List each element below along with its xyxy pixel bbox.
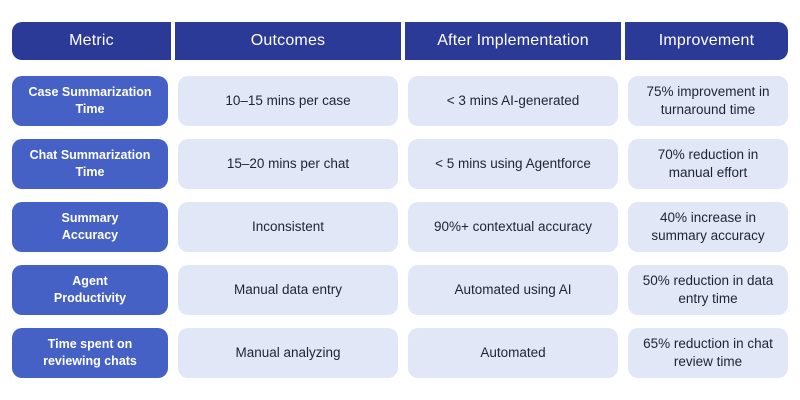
after-implementation-cell: < 3 mins AI-generated xyxy=(408,76,618,126)
improvement-cell: 40% increase in summary accuracy xyxy=(628,202,788,252)
improvement-cell: 75% improvement in turnaround time xyxy=(628,76,788,126)
outcomes-cell: 15–20 mins per chat xyxy=(178,139,398,189)
table-body: Case Summarization Time 10–15 mins per c… xyxy=(12,76,788,378)
metric-cell-case-summarization-time: Case Summarization Time xyxy=(12,76,168,126)
table-header-row: Metric Outcomes After Implementation Imp… xyxy=(12,22,788,60)
header-outcomes: Outcomes xyxy=(175,22,401,60)
improvement-cell: 65% reduction in chat review time xyxy=(628,328,788,378)
improvement-cell: 70% reduction in manual effort xyxy=(628,139,788,189)
header-improvement: Improvement xyxy=(625,22,788,60)
metric-cell-chat-summarization-time: Chat Summarization Time xyxy=(12,139,168,189)
metric-cell-agent-productivity: Agent Productivity xyxy=(12,265,168,315)
header-metric: Metric xyxy=(12,22,171,60)
outcomes-cell: Inconsistent xyxy=(178,202,398,252)
after-implementation-cell: < 5 mins using Agentforce xyxy=(408,139,618,189)
after-implementation-cell: 90%+ contextual accuracy xyxy=(408,202,618,252)
metric-cell-summary-accuracy: Summary Accuracy xyxy=(12,202,168,252)
after-implementation-cell: Automated xyxy=(408,328,618,378)
header-after-implementation: After Implementation xyxy=(405,22,621,60)
outcomes-cell: Manual data entry xyxy=(178,265,398,315)
outcomes-cell: Manual analyzing xyxy=(178,328,398,378)
comparison-table: Metric Outcomes After Implementation Imp… xyxy=(12,22,788,378)
after-implementation-cell: Automated using AI xyxy=(408,265,618,315)
improvement-cell: 50% reduction in data entry time xyxy=(628,265,788,315)
outcomes-cell: 10–15 mins per case xyxy=(178,76,398,126)
metric-cell-time-spent-reviewing-chats: Time spent on reviewing chats xyxy=(12,328,168,378)
